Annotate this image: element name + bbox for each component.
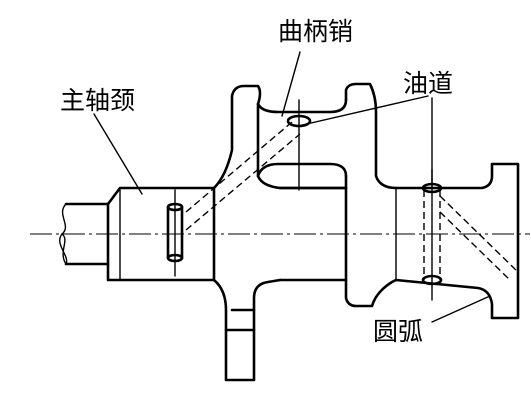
label-crank-pin: 曲柄销 [278, 17, 353, 46]
left-shaft-end [59, 202, 110, 266]
crank-pin [256, 98, 348, 191]
label-oil-passage: 油道 [403, 69, 453, 98]
right-crank-web [278, 82, 398, 308]
right-journal-flange [394, 162, 520, 320]
label-fillet-arc: 圆弧 [373, 317, 423, 346]
leader-lines [93, 51, 491, 323]
left-crank-web [212, 84, 347, 382]
label-main-journal: 主轴颈 [60, 86, 135, 115]
oil-passage-lines [185, 121, 519, 281]
